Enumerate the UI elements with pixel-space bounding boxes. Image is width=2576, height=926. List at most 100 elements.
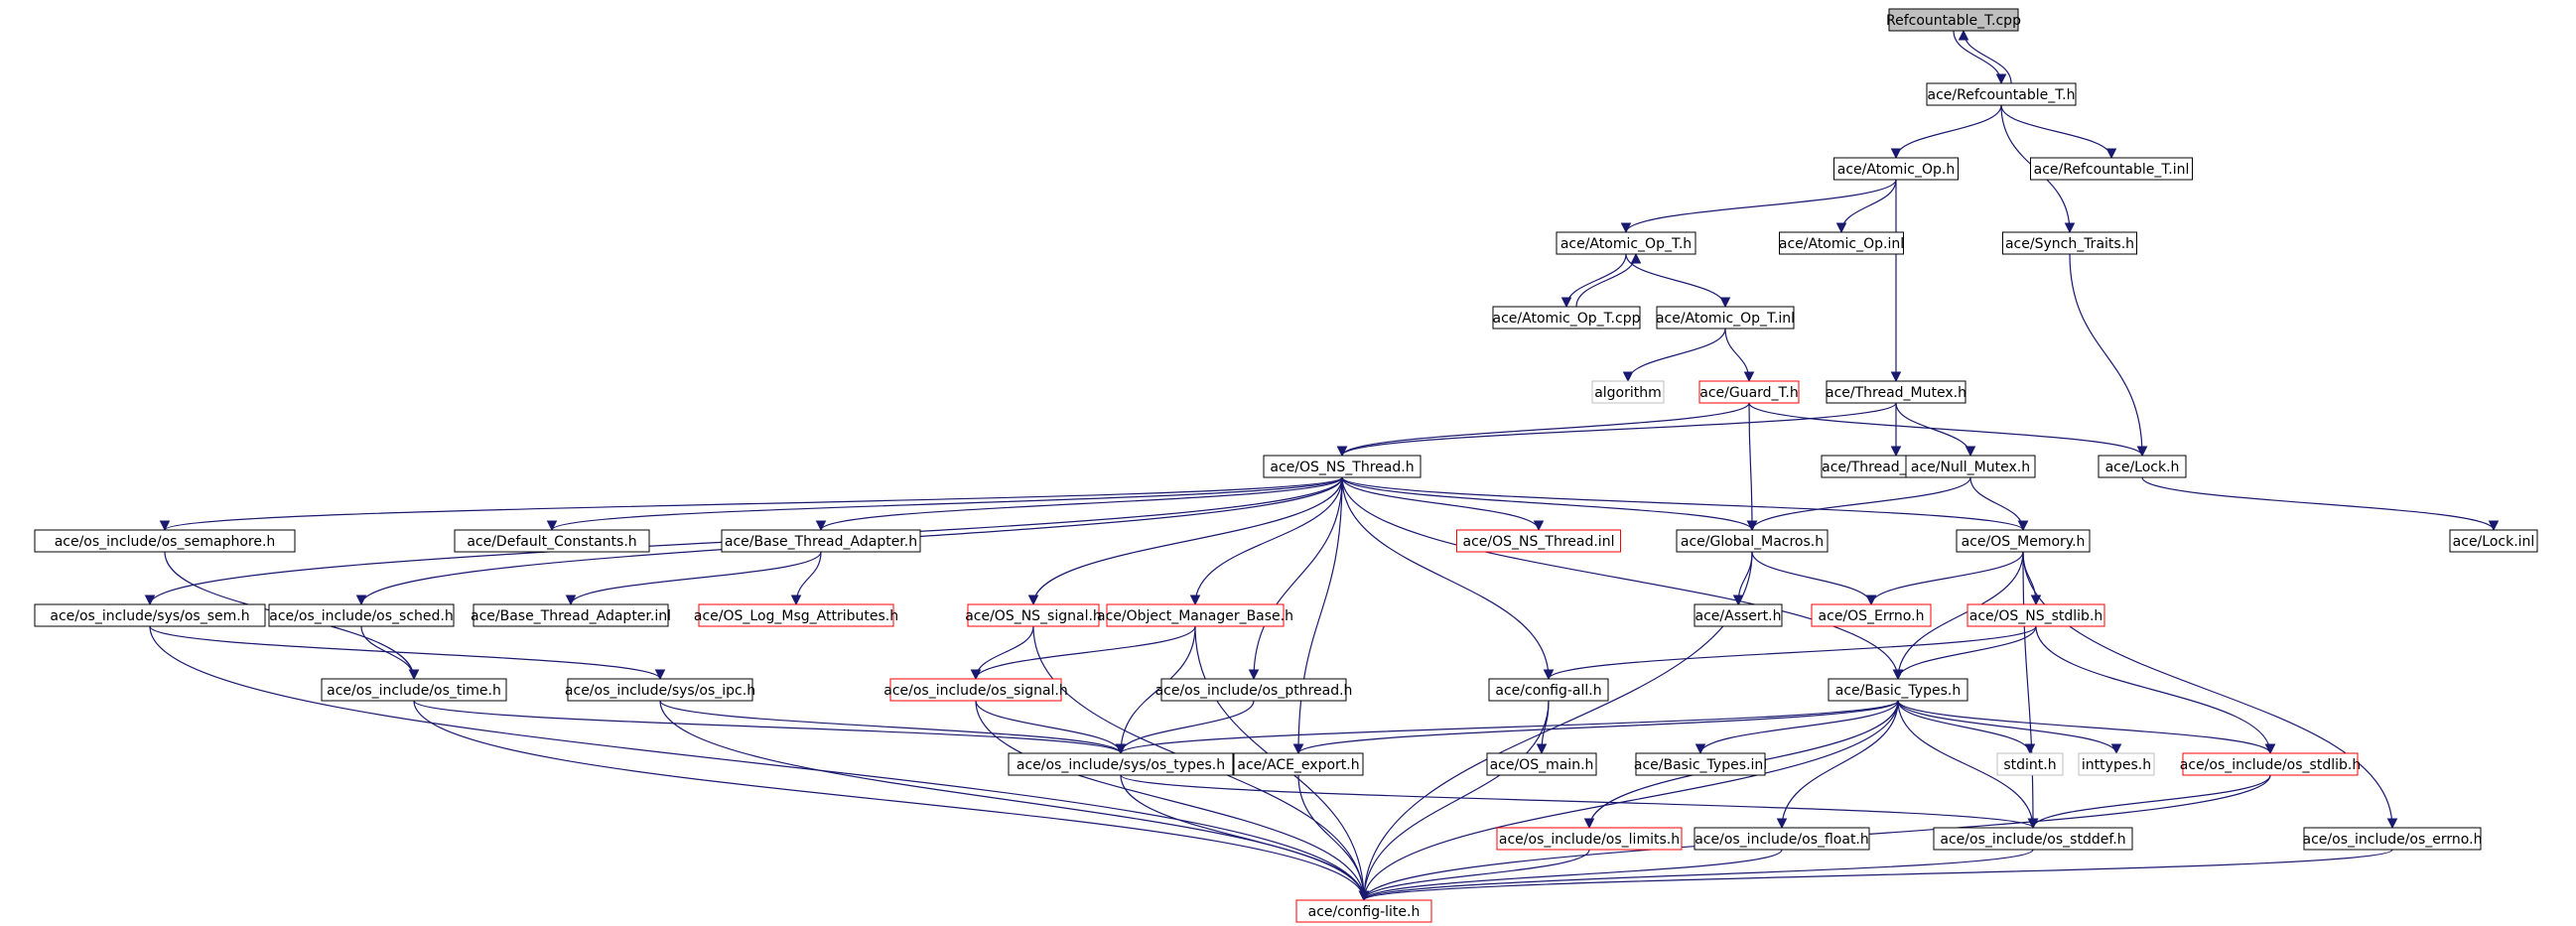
node-label: ace/OS_NS_Thread.h [1270,460,1414,475]
graph-node[interactable]: ace/Atomic_Op_T.h [1556,231,1696,255]
dependency-edge [1560,253,1627,309]
dependency-edge [1895,402,1976,458]
graph-node[interactable]: inttypes.h [2078,752,2155,776]
graph-node[interactable]: ace/os_include/os_stdlib.h [2180,752,2361,776]
graph-node[interactable]: ace/OS_NS_signal.h [965,603,1102,627]
graph-node[interactable]: ace/Atomic_Op.h [1833,157,1959,181]
graph-node[interactable]: ace/Basic_Types.inl [1634,752,1767,776]
node-label: stdint.h [2003,757,2056,773]
node-box [2098,455,2187,478]
graph-node[interactable]: ace/OS_NS_Thread.inl [1456,529,1621,553]
graph-node[interactable]: ace/os_include/os_time.h [321,678,507,702]
dependency-edge [1892,625,2037,681]
graph-node[interactable]: ace/os_include/os_errno.h [2303,827,2483,851]
graph-node[interactable]: ace/os_include/os_semaphore.h [34,529,296,553]
node-box [967,603,1100,627]
node-box [1694,603,1783,627]
graph-node[interactable]: ace/Object_Manager_Base.h [1097,603,1293,627]
graph-node[interactable]: ace/Refcountable_T.h [1926,82,2077,106]
node-label: algorithm [1594,385,1662,401]
graph-node[interactable]: ace/Atomic_Op.inl [1779,231,1904,255]
dependency-edge [1536,700,1550,755]
graph-node[interactable]: ace/Thread_Mutex.h [1826,380,1966,404]
graph-node[interactable]: Refcountable_T.cpp [1886,8,2021,32]
dependency-edge [1341,476,1545,532]
node-box [1926,82,2077,106]
graph-node[interactable]: ace/Refcountable_T.inl [2030,157,2193,181]
graph-node[interactable]: ace/OS_NS_stdlib.h [1966,603,2105,627]
graph-node[interactable]: ace/OS_Memory.h [1956,529,2091,553]
graph-node[interactable]: ace/Lock.h [2098,455,2187,478]
dependency-edge [360,625,420,681]
graph-node[interactable]: ace/OS_NS_Thread.h [1263,455,1422,478]
node-label: ace/os_include/os_time.h [327,683,501,699]
dependency-edge [2000,104,2117,160]
dependency-edge [1625,253,1731,309]
dependency-edge [413,700,1127,755]
graph-node[interactable]: ace/Lock.inl [2449,529,2538,553]
graph-node[interactable]: ace/Default_Constants.h [454,529,650,553]
node-label: ace/Guard_T.h [1699,385,1799,401]
graph-node[interactable]: ace/Atomic_Op_T.cpp [1492,306,1641,330]
node-box [1263,455,1422,478]
graph-node[interactable]: ace/os_include/os_float.h [1694,827,1870,851]
dependency-edge [659,700,1370,902]
graph-node[interactable]: ace/Synch_Traits.h [2002,231,2137,255]
graph-node[interactable]: stdint.h [1996,752,2064,776]
node-label: ace/Basic_Types.inl [1634,757,1767,773]
graph-node[interactable]: ace/OS_main.h [1486,752,1597,776]
node-box [1826,380,1966,404]
dependency-edge [160,476,1343,532]
node-label: ace/OS_Memory.h [1962,534,2086,550]
node-box [698,603,894,627]
node-label: ace/os_include/sys/os_ipc.h [565,683,755,699]
graph-node[interactable]: ace/os_include/os_stddef.h [1933,827,2133,851]
dependency-edge [1120,774,2039,830]
node-label: ace/Synch_Traits.h [2005,236,2134,252]
graph-node[interactable]: ace/os_include/os_pthread.h [1155,678,1353,702]
node-label: ace/OS_Errno.h [1819,608,1925,624]
dependency-edge [1892,551,2024,681]
graph-node[interactable]: ace/os_include/os_limits.h [1496,827,1683,851]
graph-node[interactable]: ace/OS_Log_Msg_Attributes.h [694,603,898,627]
graph-node[interactable]: ace/config-all.h [1488,678,1609,702]
graph-node[interactable]: ace/Base_Thread_Adapter.h [721,529,921,553]
node-box [2449,529,2538,553]
node-box [1996,752,2064,776]
node-box [1486,752,1597,776]
graph-node[interactable]: ace/Assert.h [1694,603,1783,627]
graph-node[interactable]: ace/OS_Errno.h [1811,603,1932,627]
node-label: ace/OS_NS_signal.h [965,608,1102,624]
graph-node[interactable]: ace/os_include/os_signal.h [883,678,1068,702]
graph-node[interactable]: ace/Base_Thread_Adapter.inl [471,603,671,627]
graph-node[interactable]: ace/Basic_Types.h [1828,678,1968,702]
graph-node[interactable]: ace/os_include/sys/os_sem.h [34,603,266,627]
node-box [1295,899,1432,923]
graph-node[interactable]: ace/Null_Mutex.h [1905,455,2036,478]
graph-node[interactable]: ace/Guard_T.h [1698,380,1800,404]
dependency-edge [1189,476,1343,606]
graph-node[interactable]: ace/ACE_export.h [1233,752,1364,776]
dependency-edge [1897,700,2036,755]
graph-node[interactable]: ace/os_include/sys/os_ipc.h [565,678,755,702]
dependency-edge [659,700,1127,755]
dependency-edge [1724,328,1755,383]
node-label: ace/Global_Macros.h [1681,534,1824,550]
dependency-edge [1358,849,2034,902]
graph-node[interactable]: ace/os_include/os_sched.h [268,603,455,627]
node-box [1956,529,2091,553]
dependency-edge [1341,476,2029,532]
graph-node[interactable]: ace/config-lite.h [1295,899,1432,923]
dependency-edge [1746,402,1758,532]
dependency-edge [413,700,1370,902]
graph-node[interactable]: ace/os_include/sys/os_types.h [1008,752,1234,776]
node-box [1833,157,1959,181]
dependency-edge [1027,476,1343,606]
dependency-edge [2022,551,2039,830]
graph-node[interactable]: ace/Global_Macros.h [1676,529,1829,553]
dependency-edge [2027,774,2271,830]
dependency-edge [1695,700,1899,755]
graph-node[interactable]: algorithm [1591,380,1665,404]
node-label: ace/Atomic_Op_T.cpp [1493,311,1641,327]
graph-node[interactable]: ace/Atomic_Op_T.inl [1656,306,1795,330]
